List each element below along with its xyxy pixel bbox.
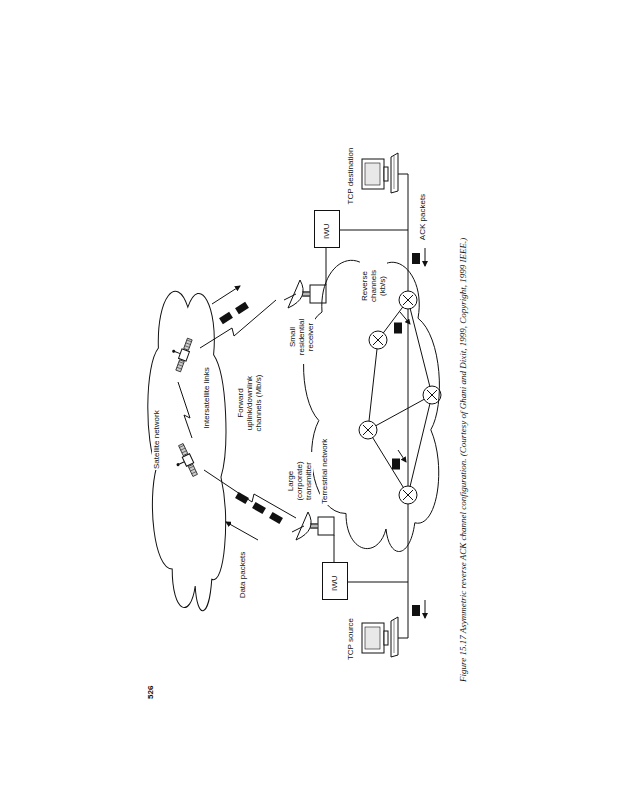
cloud-label: Terrestrial network <box>320 438 329 505</box>
figure-caption: Figure 15.17 Asymmetric reverse ACK chan… <box>458 137 469 682</box>
diagram-label: Intersatellite links <box>202 352 211 444</box>
diagram-label: Forward uplink/downlink channels (Mb/s) <box>236 364 263 442</box>
diagram-label: TCP destination <box>346 138 355 214</box>
diagram-label: Data packets <box>238 542 247 608</box>
iwu-label: IWU <box>330 571 340 591</box>
cloud-label: Satellite network <box>152 409 161 470</box>
figure-stage: Satellite networkTerrestrial networkIWUI… <box>140 120 480 700</box>
iwu-box: IWU <box>322 562 348 600</box>
network-cloud: Satellite network <box>140 280 232 620</box>
diagram-label: ACK packets <box>418 188 427 246</box>
diagram-label: Large (corporate) transmitter <box>286 452 313 510</box>
diagram-label: TCP source <box>346 608 355 670</box>
page-number: 526 <box>146 674 155 700</box>
diagram-label: Small residential receiver <box>288 310 315 364</box>
diagram-label: Reverse channels (kb/s) <box>360 258 387 314</box>
iwu-label: IWU <box>322 219 332 239</box>
iwu-box: IWU <box>314 210 340 248</box>
network-illustration <box>140 120 480 700</box>
